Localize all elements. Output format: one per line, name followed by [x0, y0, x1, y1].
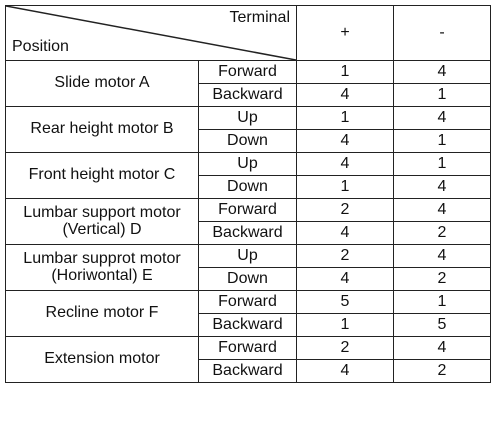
motor-terminal-table: Terminal Position + - Slide motor A Forwa…: [5, 5, 491, 383]
motor-name-line: Lumbar supprot motor: [23, 249, 181, 267]
header-row: Terminal Position + -: [5, 5, 491, 61]
terminal-header-label: Terminal: [229, 9, 290, 26]
plus-terminal-cell: 1: [296, 60, 394, 84]
direction-cell: Backward: [198, 359, 297, 383]
motor-name-line: (Horiwontal) E: [51, 266, 153, 284]
direction-cell: Up: [198, 152, 297, 176]
diagonal-divider: [6, 6, 296, 60]
motor-name-cell: Recline motor F: [5, 290, 199, 337]
plus-terminal-cell: 4: [296, 221, 394, 245]
direction-cell: Forward: [198, 198, 297, 222]
minus-terminal-cell: 1: [393, 83, 491, 107]
minus-terminal-cell: 2: [393, 267, 491, 291]
minus-terminal-cell: 4: [393, 60, 491, 84]
minus-terminal-cell: 4: [393, 244, 491, 268]
motor-name-cell: Rear height motor B: [5, 106, 199, 153]
minus-terminal-cell: 4: [393, 336, 491, 360]
minus-terminal-cell: 1: [393, 129, 491, 153]
direction-cell: Forward: [198, 60, 297, 84]
direction-cell: Down: [198, 267, 297, 291]
plus-terminal-cell: 4: [296, 129, 394, 153]
plus-terminal-cell: 5: [296, 290, 394, 314]
direction-cell: Down: [198, 129, 297, 153]
plus-terminal-cell: 4: [296, 152, 394, 176]
plus-terminal-cell: 4: [296, 83, 394, 107]
plus-terminal-cell: 1: [296, 175, 394, 199]
plus-terminal-cell: 2: [296, 244, 394, 268]
motor-name-line: Front height motor C: [28, 166, 176, 184]
direction-cell: Up: [198, 106, 297, 130]
minus-terminal-cell: 1: [393, 152, 491, 176]
direction-cell: Backward: [198, 221, 297, 245]
plus-terminal-cell: 1: [296, 106, 394, 130]
position-header-label: Position: [12, 38, 69, 56]
direction-cell: Up: [198, 244, 297, 268]
plus-terminal-header: +: [296, 5, 394, 61]
plus-terminal-cell: 1: [296, 313, 394, 337]
motor-name-cell: Slide motor A: [5, 60, 199, 107]
minus-terminal-header: -: [393, 5, 491, 61]
corner-header-cell: Terminal Position: [5, 5, 297, 61]
plus-terminal-cell: 2: [296, 336, 394, 360]
plus-terminal-cell: 2: [296, 198, 394, 222]
direction-cell: Backward: [198, 313, 297, 337]
minus-terminal-cell: 4: [393, 198, 491, 222]
plus-terminal-cell: 4: [296, 359, 394, 383]
table-body: Terminal Position + - Slide motor A Forwa…: [5, 5, 491, 383]
direction-cell: Down: [198, 175, 297, 199]
minus-terminal-cell: 2: [393, 221, 491, 245]
motor-name-cell: Extension motor: [5, 336, 199, 383]
motor-name-line: Extension motor: [44, 350, 160, 368]
motor-name-cell: Front height motor C: [5, 152, 199, 199]
minus-terminal-cell: 5: [393, 313, 491, 337]
motor-name-line: Lumbar support motor: [23, 203, 181, 221]
motor-name-cell: Lumbar support motor(Vertical) D: [5, 198, 199, 245]
minus-terminal-cell: 2: [393, 359, 491, 383]
motor-name-line: Recline motor F: [45, 304, 159, 322]
plus-terminal-cell: 4: [296, 267, 394, 291]
minus-terminal-cell: 1: [393, 290, 491, 314]
direction-cell: Forward: [198, 290, 297, 314]
motor-name-line: (Vertical) D: [62, 220, 142, 238]
direction-cell: Backward: [198, 83, 297, 107]
minus-terminal-cell: 4: [393, 106, 491, 130]
direction-cell: Forward: [198, 336, 297, 360]
motor-name-line: Rear height motor B: [30, 120, 174, 138]
motor-name-line: Slide motor A: [54, 74, 150, 92]
minus-terminal-cell: 4: [393, 175, 491, 199]
motor-name-cell: Lumbar supprot motor(Horiwontal) E: [5, 244, 199, 291]
